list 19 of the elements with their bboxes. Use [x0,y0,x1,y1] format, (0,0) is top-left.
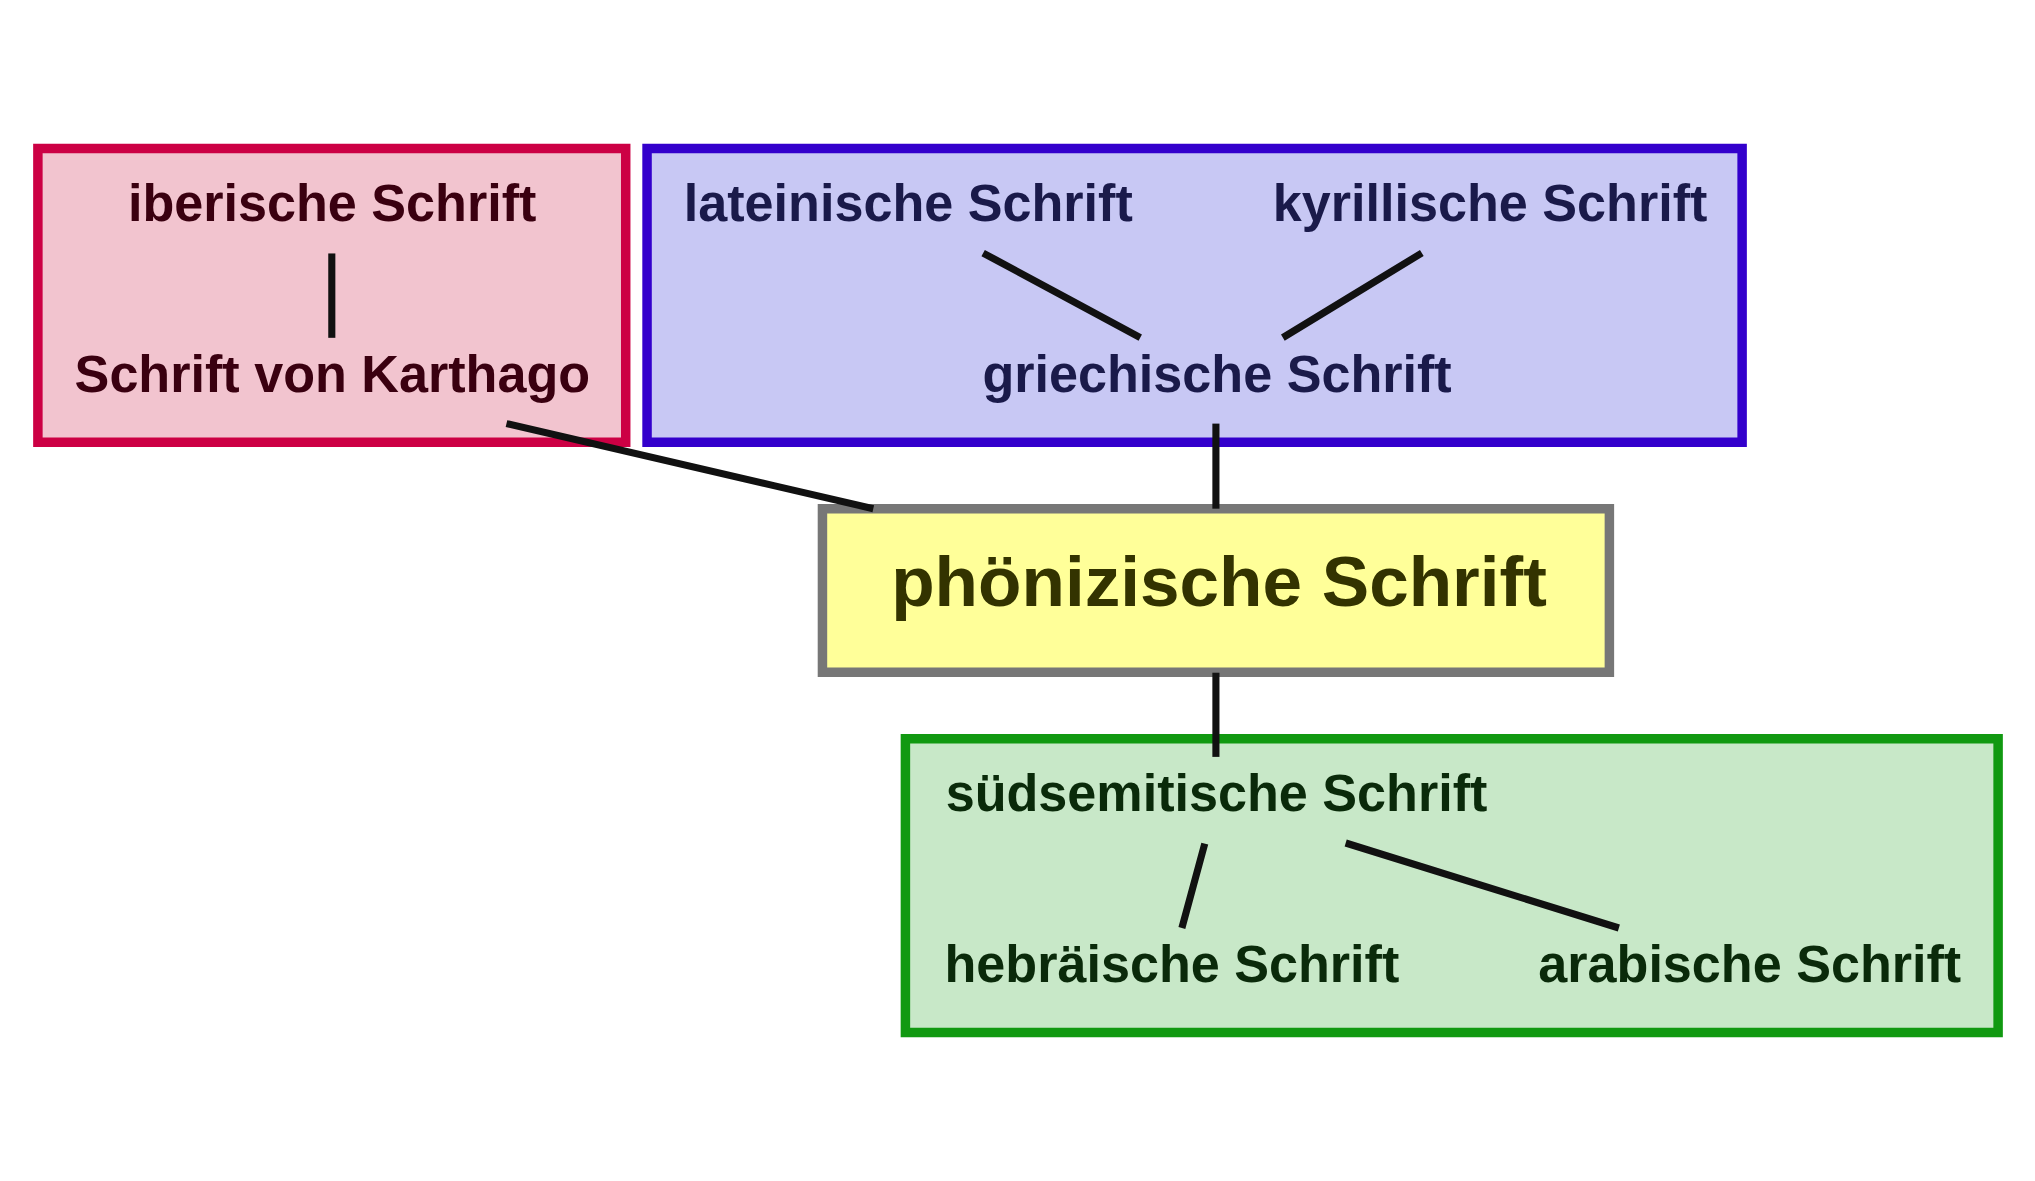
node-text: Schrift von Karthago [74,344,590,403]
cluster [641,143,1747,448]
node-text: griechische Schrift [981,344,1452,403]
cluster [900,733,2003,1038]
connector [1344,839,1620,932]
node-text: iberische Schrift [127,173,536,232]
connector [1177,842,1208,929]
node-text: hebräische Schrift [944,934,1399,993]
connector [505,420,874,513]
connector [1211,672,1219,757]
cluster [32,143,630,448]
connector [980,249,1142,341]
connector [1280,250,1424,341]
node-text: lateinische Schrift [683,173,1133,232]
node-text: südsemitische Schrift [945,764,1487,823]
node-text: arabische Schrift [1537,934,1961,993]
connector [1211,423,1219,509]
node-box: phönizische Schrift [817,504,1614,677]
node-text: kyrillische Schrift [1272,173,1707,232]
